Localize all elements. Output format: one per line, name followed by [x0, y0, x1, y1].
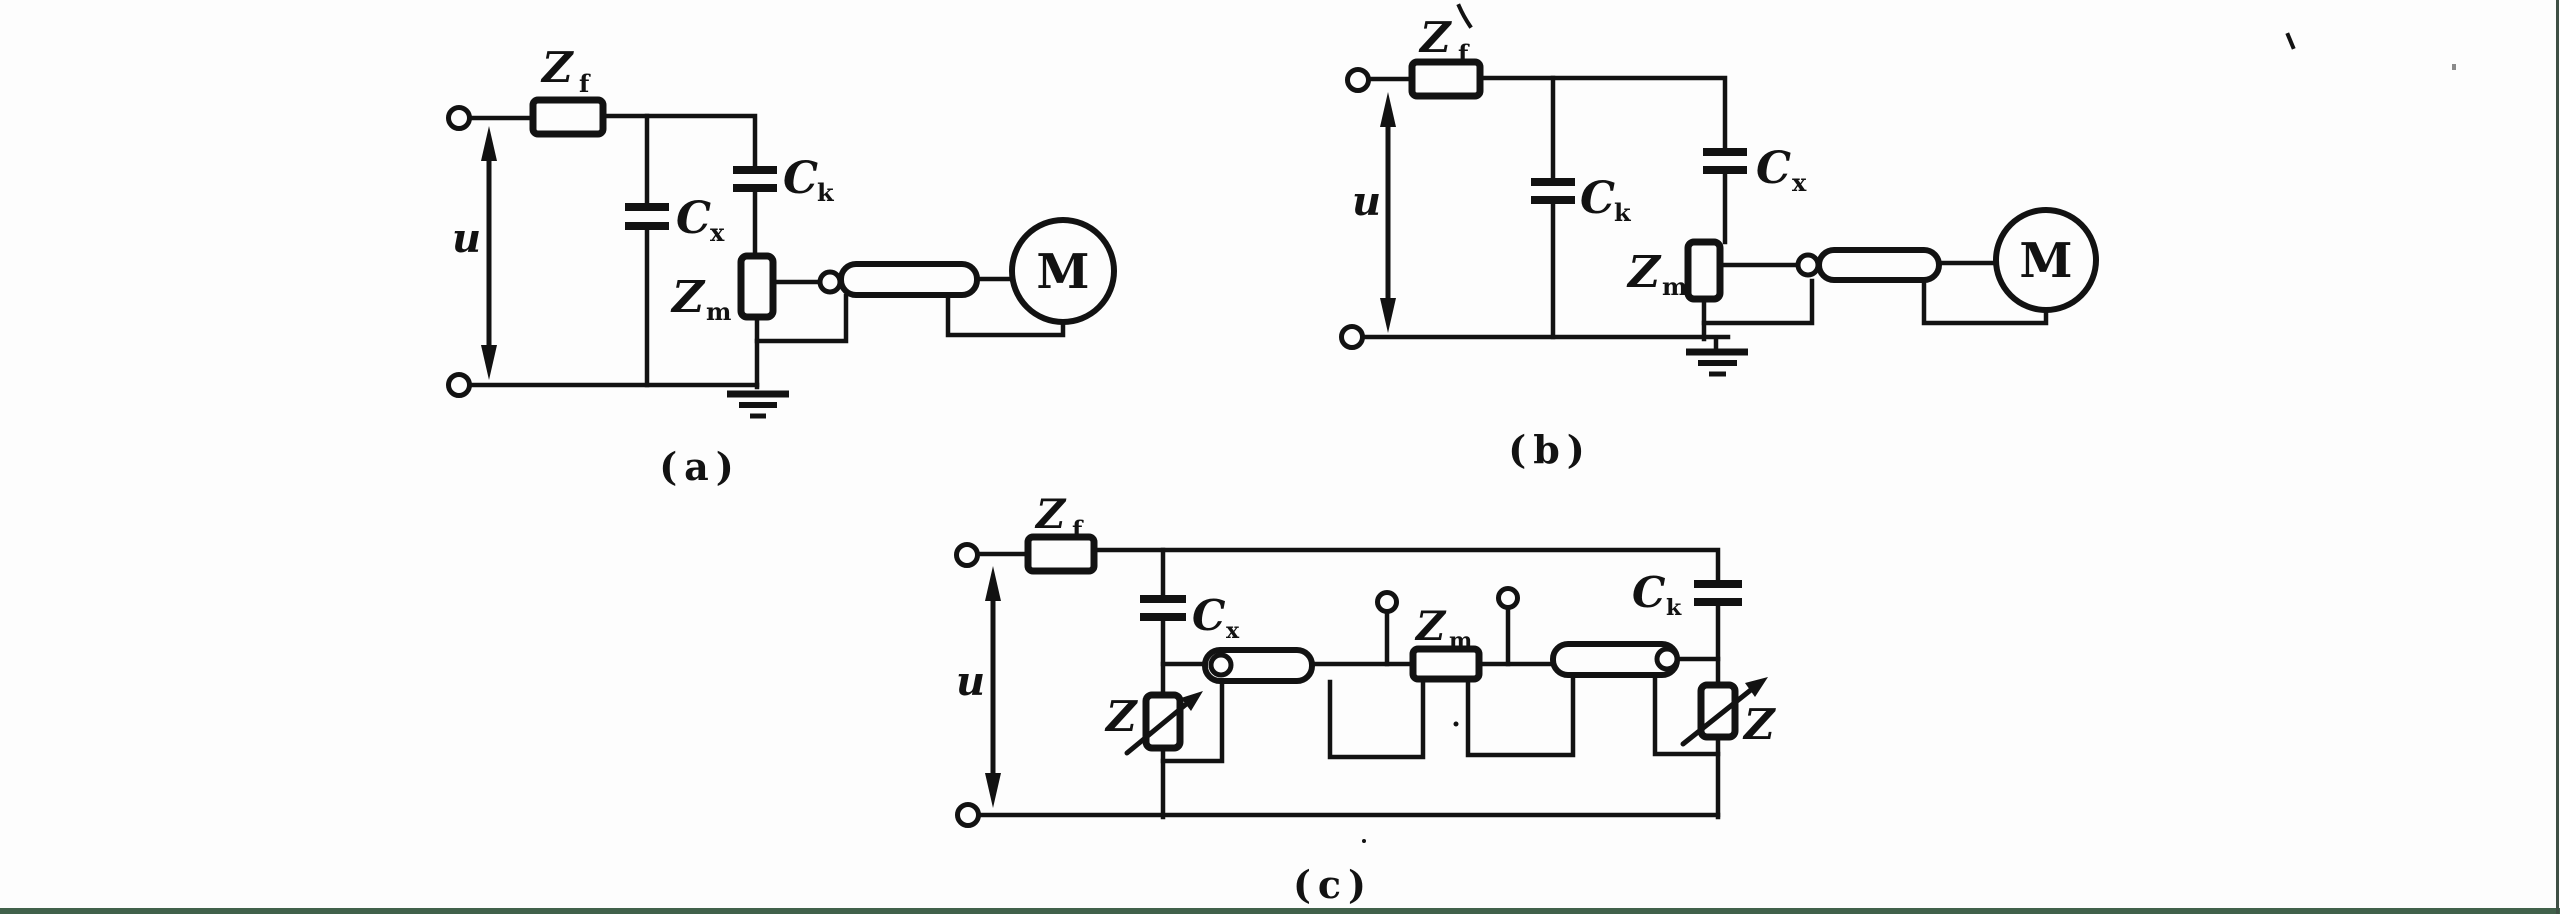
circuit-c: Z f C x C k Z m Z Z u (c)	[954, 491, 1776, 907]
caption-c: (c)	[1293, 862, 1373, 907]
wire-shield-cable1-left-c	[1160, 679, 1225, 764]
ck-sub-c: k	[1666, 595, 1682, 621]
wire-shield-u-left-c	[1327, 676, 1426, 760]
wire-shield-cable2-right-c	[1652, 671, 1721, 757]
zm-label-c: Z	[1414, 603, 1447, 650]
terminal-bottom-b	[1339, 324, 1365, 350]
z-left-label-c: Z	[1104, 692, 1138, 741]
caption-b: (b)	[1508, 427, 1592, 472]
cx-label-b: C	[1756, 143, 1791, 194]
output-terminal-left-c	[1375, 590, 1399, 614]
coax-cable-b	[1816, 247, 1942, 283]
zm-sub-b: m	[1662, 272, 1687, 301]
terminal-top-c	[954, 542, 980, 568]
cable-connector-a	[817, 269, 843, 295]
cx-sub-b: x	[1792, 168, 1807, 197]
speck-3	[1362, 839, 1366, 843]
zf-sub-a: f	[579, 69, 591, 98]
stray-mark-top-center	[1456, 3, 1473, 29]
ck-label-c: C	[1632, 568, 1666, 617]
coax-cable-a	[838, 261, 980, 298]
ground-symbol-a	[727, 390, 789, 419]
speck-2	[1453, 721, 1459, 727]
zf-sub-c: f	[1072, 515, 1084, 544]
zf-box-b	[1408, 58, 1484, 100]
terminal-top-b	[1345, 67, 1371, 93]
u-arrow-c	[985, 566, 1001, 808]
zm-sub-c: m	[1449, 628, 1472, 654]
motor-label-a: M	[1036, 244, 1089, 300]
cx-label-a: C	[676, 193, 711, 244]
zf-sub-b: f	[1458, 39, 1470, 68]
cable-connector-b	[1795, 252, 1821, 278]
zm-label-a: Z	[670, 272, 706, 323]
wire-top-c2	[1091, 547, 1721, 584]
u-label-b: u	[1352, 178, 1381, 225]
cx-capacitor-b	[1703, 148, 1747, 174]
ck-sub-b: k	[1614, 198, 1632, 227]
ck-label-a: C	[783, 153, 818, 204]
circuit-a: Z f C x C k Z m u M (a)	[446, 43, 1117, 489]
bottom-border-bar	[0, 908, 2560, 914]
caption-a: (a)	[659, 444, 741, 489]
cx-sub-c: x	[1226, 618, 1240, 644]
ck-capacitor-a	[733, 166, 777, 192]
z-right-label-c: Z	[1742, 700, 1776, 749]
zf-label-c: Z	[1034, 491, 1067, 538]
z-right-arrow-c	[1680, 677, 1768, 747]
ck-label-b: C	[1580, 173, 1615, 224]
terminal-bottom-a	[446, 372, 472, 398]
wire-shield-left-b	[1701, 278, 1815, 326]
zf-label-a: Z	[540, 43, 574, 92]
wire-top-a2	[600, 113, 758, 169]
z-right-box-c	[1697, 681, 1739, 741]
cx-label-c: C	[1192, 591, 1226, 640]
terminal-bottom-c	[955, 802, 981, 828]
right-edge-line	[2556, 0, 2559, 914]
u-arrow-a	[481, 126, 497, 380]
cable1-connector-c	[1208, 652, 1234, 678]
zm-label-b: Z	[1626, 247, 1662, 298]
motor-circle-a	[1009, 217, 1117, 325]
zf-box-c	[1024, 533, 1098, 575]
wire-shield-left-a	[754, 293, 849, 344]
ck-capacitor-b	[1531, 178, 1575, 204]
output-terminal-right-c	[1496, 586, 1520, 610]
zm-box-c	[1409, 645, 1483, 683]
circuit-b: Z f C k C x Z m u M (b)	[1339, 13, 2099, 472]
speck-1	[2452, 64, 2456, 70]
ground-symbol-b	[1686, 336, 1748, 377]
zf-label-b: Z	[1418, 13, 1452, 62]
z-left-arrow-c	[1124, 691, 1203, 756]
u-label-a: u	[452, 215, 481, 262]
u-label-c: u	[956, 658, 985, 705]
stray-mark-top-right	[2285, 32, 2296, 50]
ck-sub-a: k	[817, 178, 835, 207]
motor-circle-b	[1993, 207, 2099, 313]
cx-capacitor-c	[1140, 595, 1186, 621]
coax-cable1-c	[1202, 647, 1315, 684]
u-arrow-b	[1380, 92, 1396, 333]
motor-label-b: M	[2019, 233, 2072, 289]
zm-sub-a: m	[706, 297, 731, 326]
scan-artifacts	[1362, 3, 2456, 843]
cx-capacitor-a	[625, 203, 669, 230]
zm-box-b	[1684, 238, 1724, 303]
wire-shield-u-right-c	[1465, 673, 1576, 758]
cable2-connector-c	[1654, 646, 1680, 672]
wire-top-b2	[1477, 75, 1728, 151]
terminal-top-a	[446, 105, 472, 131]
zf-box-a	[529, 96, 607, 138]
zm-box-a	[737, 252, 777, 321]
cx-sub-a: x	[710, 218, 725, 247]
ck-capacitor-c	[1694, 580, 1742, 606]
